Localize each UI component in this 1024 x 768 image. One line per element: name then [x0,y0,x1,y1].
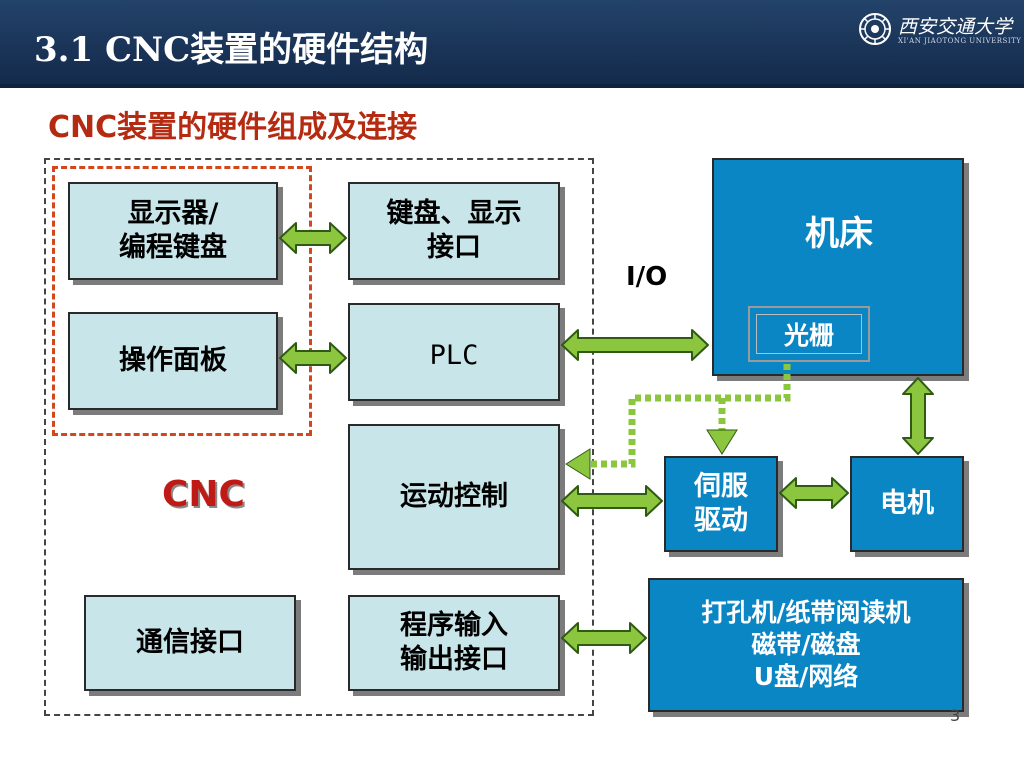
machine-tool-label: 机床 [805,214,873,254]
cnc-label: CNC [162,474,245,515]
university-logo: 西安交通大学 XI'AN JIAOTONG UNIVERSITY [858,12,1021,52]
grating-sensor: 光栅 [748,306,870,362]
peripherals-line2: 磁带/磁盘 [751,630,861,659]
program-io-interface-box: 程序输入 输出接口 [348,595,560,691]
plc-label: PLC [429,340,479,371]
feedback-arrowhead-servo [706,429,738,455]
program-io-interface-line2: 输出接口 [400,644,508,675]
communication-interface-label: 通信接口 [136,627,244,659]
operator-panel-label: 操作面板 [119,345,227,377]
plc-to-machine-arrow [561,329,709,361]
motion-control-box: 运动控制 [348,424,560,570]
motor-box: 电机 [850,456,964,552]
slide-title: 3.1 CNC装置的硬件结构 [34,30,429,70]
machine-to-motor-arrow [902,377,934,455]
keyboard-display-interface-line1: 键盘、显示 [386,198,522,230]
header-bar: 3.1 CNC装置的硬件结构 西安交通大学 XI'AN JIAOTONG UNI… [0,0,1024,88]
display-keyboard-line1: 显示器/ [127,198,219,230]
motor-label: 电机 [880,488,934,520]
header-divider [0,84,1024,88]
motion-control-label: 运动控制 [400,481,508,513]
cnc-device-outline [44,158,594,716]
communication-interface-box: 通信接口 [84,595,296,691]
peripherals-box: 打孔机/纸带阅读机 磁带/磁盘 U盘/网络 [648,578,964,712]
motion-to-servo-arrow [561,485,663,517]
university-name: 西安交通大学 [898,16,1013,38]
keyboard-display-interface-box: 键盘、显示 接口 [348,182,560,280]
grating-label: 光栅 [783,321,834,350]
peripherals-line3: U盘/网络 [753,662,859,691]
display-keyboard-line2: 编程键盘 [119,232,227,263]
university-seal-icon [859,13,891,45]
peripherals-line1: 打孔机/纸带阅读机 [701,598,911,627]
diagram-subtitle: CNC装置的硬件组成及连接 [48,110,418,145]
display-keyboard-box: 显示器/ 编程键盘 [68,182,278,280]
feedback-path-to-motion-control [590,364,791,468]
servo-to-motor-arrow [779,477,849,509]
servo-drive-box: 伺服 驱动 [664,456,778,552]
display-to-interface-arrow [279,222,347,254]
page-number: 3 [950,706,961,725]
program-io-interface-line1: 程序输入 [400,610,508,642]
operator-panel-box: 操作面板 [68,312,278,410]
io-label: I/O [626,262,668,292]
hmi-group-outline [52,166,312,436]
servo-drive-line1: 伺服 [694,471,748,503]
plc-box: PLC [348,303,560,401]
servo-drive-line2: 驱动 [694,505,748,536]
keyboard-display-interface-line2: 接口 [427,232,481,263]
grating-inner-frame [756,314,862,354]
program-io-to-peripherals-arrow [561,622,647,654]
university-english-name: XI'AN JIAOTONG UNIVERSITY [898,37,1022,45]
panel-to-plc-arrow [279,342,347,374]
feedback-arrowhead-motion [565,448,591,480]
